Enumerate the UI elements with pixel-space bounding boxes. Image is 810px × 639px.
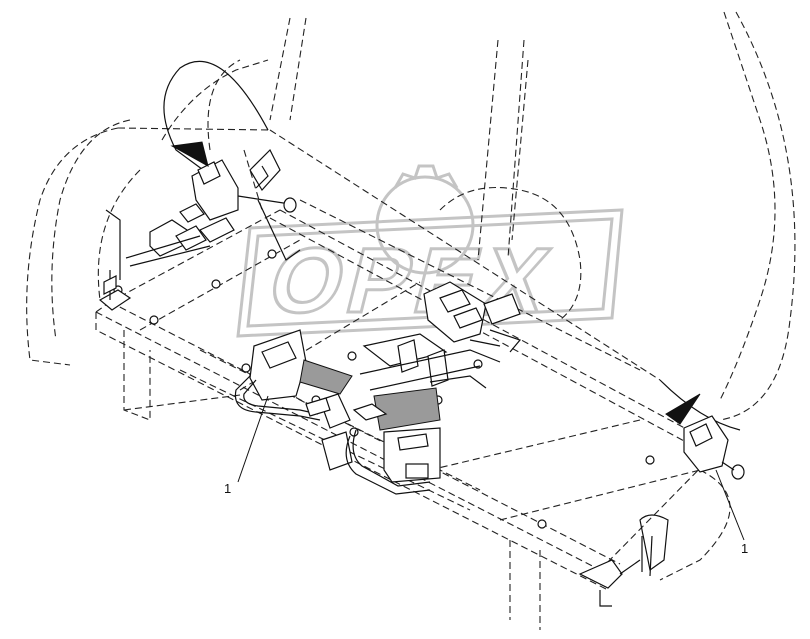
phantom-line bbox=[719, 11, 776, 401]
phantom-line bbox=[719, 11, 796, 421]
frame-rail-front bbox=[95, 311, 609, 575]
phantom-line bbox=[51, 119, 131, 341]
detail-circle-tail bbox=[659, 379, 741, 431]
phantom-line bbox=[289, 17, 307, 121]
phantom-line bbox=[659, 469, 731, 581]
callout-label-1: 1 bbox=[741, 541, 749, 556]
frame-rail-edge bbox=[95, 312, 609, 591]
bolt-icon bbox=[241, 363, 251, 373]
right-buckle-latch bbox=[689, 423, 713, 447]
frame-crossmember bbox=[599, 455, 713, 571]
phantom-line bbox=[97, 169, 141, 301]
watermark-frame bbox=[236, 208, 624, 338]
bolt-head-icon bbox=[283, 197, 297, 213]
phantom-line bbox=[269, 17, 291, 121]
center-buckle-latch bbox=[261, 341, 297, 369]
phantom-line bbox=[207, 59, 241, 151]
arrow-indicator-icon bbox=[170, 141, 209, 167]
frame-inner-line bbox=[179, 369, 471, 511]
buckle-tab bbox=[405, 463, 429, 479]
webbing-strap bbox=[299, 359, 353, 395]
callout-leader-line bbox=[237, 395, 269, 483]
phantom-line bbox=[123, 394, 241, 411]
frame-rail-front bbox=[109, 301, 621, 565]
callout-leader-line bbox=[715, 469, 745, 541]
frame-rail-back bbox=[279, 209, 719, 447]
watermark-gear-teeth bbox=[393, 164, 459, 189]
phantom-line bbox=[117, 127, 271, 131]
phantom-line bbox=[477, 39, 499, 261]
bolt-icon bbox=[149, 315, 159, 325]
retractor bbox=[249, 148, 281, 192]
webbing-strap bbox=[373, 387, 441, 431]
phantom-line bbox=[269, 129, 661, 381]
bolt-icon bbox=[211, 279, 221, 289]
watermark-inner-frame bbox=[246, 217, 614, 328]
arrow-indicator-icon bbox=[665, 393, 701, 425]
bolt-icon bbox=[267, 249, 277, 259]
bolt-icon bbox=[537, 519, 547, 529]
frame-crossmember bbox=[429, 419, 641, 471]
center-belt-connector bbox=[423, 281, 522, 353]
phantom-line bbox=[511, 59, 529, 241]
callout-label-1: 1 bbox=[224, 481, 232, 496]
buckle-latch bbox=[197, 161, 221, 185]
left-end-bracket bbox=[98, 209, 132, 311]
bolt-icon bbox=[347, 351, 357, 361]
phantom-line bbox=[123, 330, 151, 421]
frame-rail-back bbox=[269, 217, 713, 457]
center-buckle-group bbox=[234, 329, 501, 495]
frame-crossmember bbox=[499, 469, 701, 521]
phantom-line bbox=[299, 199, 641, 371]
watermark-text: OPEX bbox=[259, 228, 564, 331]
phantom-line bbox=[507, 39, 525, 259]
detail-circle bbox=[163, 60, 269, 176]
bolt-icon bbox=[645, 455, 655, 465]
phantom-line bbox=[161, 59, 269, 141]
phantom-outlines bbox=[26, 11, 796, 630]
upper-left-buckle-assembly bbox=[125, 148, 301, 267]
right-buckle-assembly bbox=[578, 415, 745, 607]
bolt-head-icon bbox=[731, 464, 745, 480]
phantom-line bbox=[26, 127, 119, 366]
